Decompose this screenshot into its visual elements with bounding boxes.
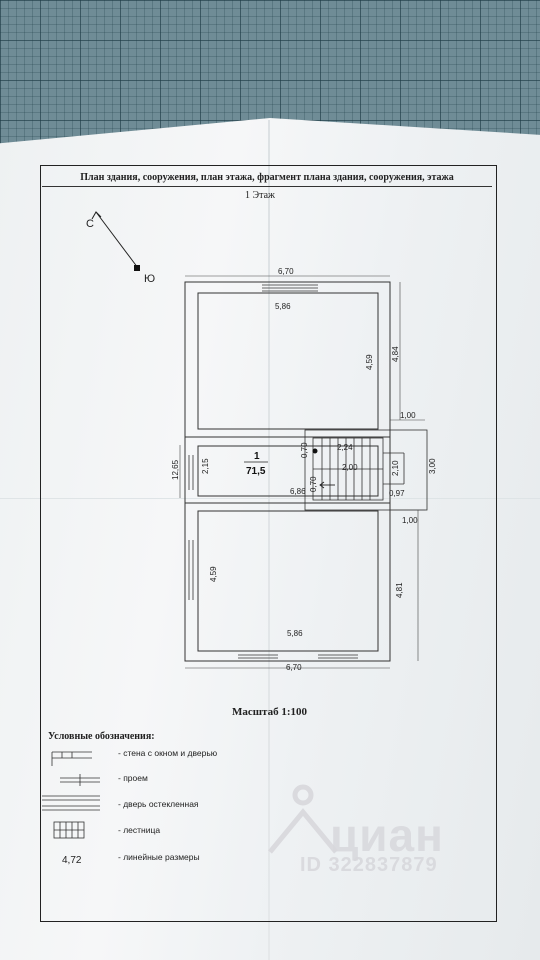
stair-start-dot bbox=[312, 448, 318, 454]
legend-item-stairs: - лестница bbox=[118, 825, 161, 835]
dim-corridor-outer: 12,65 bbox=[171, 459, 180, 480]
grid-cutting-mat bbox=[0, 0, 540, 150]
legend-title: Условные обозначения: bbox=[48, 731, 155, 742]
window-top bbox=[262, 281, 318, 292]
legend-item-dimensions: - линейные размеры bbox=[118, 852, 200, 862]
dim-bottom-width: 6,70 bbox=[286, 663, 302, 672]
legend-item-opening: - проем bbox=[118, 773, 148, 783]
room-number: 1 bbox=[254, 451, 260, 462]
room-area: 71,5 bbox=[246, 466, 266, 477]
dim-stair-offset-top: 0,70 bbox=[300, 442, 309, 458]
stair-arrow bbox=[319, 481, 335, 489]
legend-symbol-opening bbox=[60, 774, 100, 786]
compass-south-label: Ю bbox=[144, 273, 156, 285]
plan-header: План здания, сооружения, план этажа, фра… bbox=[42, 170, 492, 187]
floor-label: 1 Этаж bbox=[245, 190, 275, 201]
legend-symbol-glazed-door bbox=[42, 795, 100, 811]
legend-symbol-stairs bbox=[53, 821, 85, 839]
dim-corridor-width: 6,86 bbox=[290, 487, 306, 496]
dim-top-width: 6,70 bbox=[278, 267, 294, 276]
scale-label: Масштаб 1:100 bbox=[232, 706, 308, 718]
watermark-id: ID 322837879 bbox=[300, 854, 438, 876]
legend-symbol-wall-window-door bbox=[51, 751, 92, 766]
dim-stair-mid: 2,00 bbox=[342, 463, 358, 472]
dim-stair-bottom: 0,97 bbox=[389, 489, 405, 498]
paper-fold-horizontal bbox=[0, 498, 540, 499]
dim-corridor-inner: 2,15 bbox=[201, 458, 210, 474]
paper-sheet bbox=[0, 118, 540, 960]
legend-sample-number: 4,72 bbox=[62, 855, 82, 866]
staircase bbox=[304, 429, 428, 511]
dim-stair-outer: 3,00 bbox=[428, 458, 437, 474]
dim-stair-offset-bottom: 0,70 bbox=[309, 476, 318, 492]
compass-north-label: С bbox=[86, 218, 94, 230]
dim-offset-upper: 1,00 bbox=[400, 411, 416, 420]
window-left-lower bbox=[184, 540, 194, 600]
dim-stair-height: 2,10 bbox=[391, 460, 400, 476]
dim-outer-lower-height: 4,81 bbox=[395, 582, 404, 598]
dim-offset-lower: 1,00 bbox=[402, 516, 418, 525]
legend-item-wall: - стена с окном и дверью bbox=[118, 748, 218, 758]
window-left-corridor bbox=[188, 455, 194, 490]
paper-fold-vertical bbox=[268, 120, 270, 960]
dim-lower-room-height: 4,59 bbox=[209, 566, 218, 582]
dim-upper-room-height: 4,59 bbox=[365, 354, 374, 370]
dimension-lines bbox=[179, 275, 425, 669]
dim-stair-width-top: 2,24 bbox=[337, 443, 353, 452]
legend-item-glazed-door: - дверь остекленная bbox=[118, 799, 199, 809]
window-bottom bbox=[238, 650, 358, 659]
drawing-frame bbox=[40, 165, 497, 922]
dim-outer-upper-height: 4,84 bbox=[391, 346, 400, 362]
dim-upper-room-width: 5,86 bbox=[275, 302, 291, 311]
compass-arrow-icon bbox=[91, 211, 140, 271]
corridor-walls bbox=[184, 436, 391, 504]
dim-lower-room-width: 5,86 bbox=[287, 629, 303, 638]
watermark-brand: циан bbox=[330, 809, 444, 861]
watermark-logo-icon bbox=[268, 784, 338, 854]
